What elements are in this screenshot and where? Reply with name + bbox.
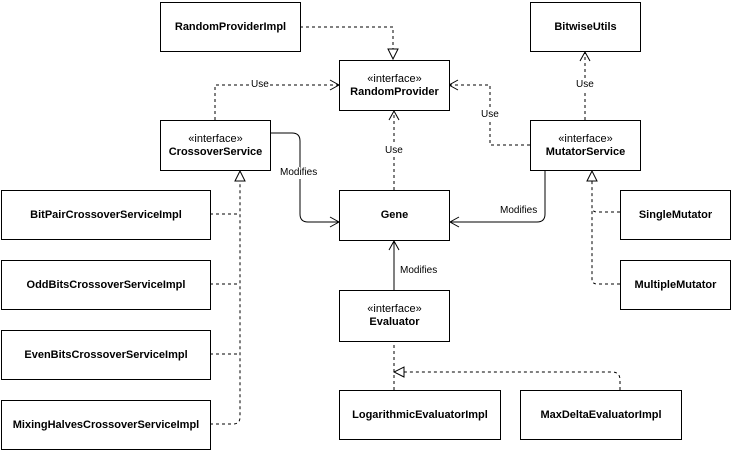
class-name: MixingHalvesCrossoverServiceImpl	[12, 418, 200, 431]
class-name: BitwiseUtils	[554, 20, 617, 33]
class-name: RandomProviderImpl	[174, 20, 287, 33]
edge-label-modifies-mutator: Modifies	[499, 205, 539, 217]
interface-name: CrossoverService	[168, 145, 263, 158]
class-name: MaxDeltaEvaluatorImpl	[540, 408, 662, 421]
edge-label-use-gene: Use	[384, 145, 404, 157]
interface-name: MutatorService	[545, 145, 626, 158]
class-even-bits-crossover: EvenBitsCrossoverServiceImpl	[1, 330, 211, 380]
interface-evaluator: «interface» Evaluator	[339, 290, 450, 342]
class-name: LogarithmicEvaluatorImpl	[352, 408, 488, 421]
stereotype-label: «interface»	[367, 72, 422, 85]
edge-mutator-impls-realize	[592, 171, 620, 285]
class-max-delta-evaluator: MaxDeltaEvaluatorImpl	[520, 390, 682, 440]
interface-mutator-service: «interface» MutatorService	[530, 120, 641, 171]
class-name: MultipleMutator	[634, 278, 717, 291]
edge-label-modifies-evaluator: Modifies	[399, 265, 439, 277]
class-name: SingleMutator	[638, 208, 713, 221]
interface-name: Evaluator	[369, 316, 420, 328]
class-name: Gene	[380, 209, 409, 221]
edge-label-modifies-crossover: Modifies	[279, 167, 319, 179]
stereotype-label: «interface»	[367, 303, 422, 315]
class-name: OddBitsCrossoverServiceImpl	[26, 278, 186, 291]
edge-label-use-crossover: Use	[250, 79, 270, 91]
class-mixing-halves-crossover: MixingHalvesCrossoverServiceImpl	[1, 400, 211, 450]
edge-crossover-use-rp	[214, 79, 341, 120]
class-name: BitPairCrossoverServiceImpl	[30, 208, 182, 221]
class-gene: Gene	[339, 190, 450, 241]
stereotype-label: «interface»	[558, 132, 613, 145]
class-odd-bits-crossover: OddBitsCrossoverServiceImpl	[1, 260, 211, 310]
interface-random-provider: «interface» RandomProvider	[339, 60, 450, 111]
class-single-mutator: SingleMutator	[620, 190, 731, 240]
edge-label-use-bitwise: Use	[575, 79, 595, 91]
edge-evaluator-impls-realize	[394, 342, 621, 390]
edge-crossover-impls-realize	[210, 171, 240, 425]
class-logarithmic-evaluator: LogarithmicEvaluatorImpl	[339, 390, 501, 440]
class-random-provider-impl: RandomProviderImpl	[160, 2, 301, 52]
edge-rpimpl-realizes-rp	[300, 26, 393, 59]
interface-crossover-service: «interface» CrossoverService	[160, 120, 271, 171]
edge-label-use-mutator: Use	[480, 109, 500, 121]
class-name: EvenBitsCrossoverServiceImpl	[24, 348, 188, 361]
interface-name: RandomProvider	[350, 85, 439, 98]
class-bit-pair-crossover: BitPairCrossoverServiceImpl	[1, 190, 211, 240]
stereotype-label: «interface»	[188, 132, 243, 145]
edge-mutator-modifies-gene	[448, 170, 546, 228]
edge-mutator-use-rp	[447, 79, 530, 146]
class-bitwise-utils: BitwiseUtils	[530, 2, 641, 52]
class-multiple-mutator: MultipleMutator	[620, 260, 731, 310]
